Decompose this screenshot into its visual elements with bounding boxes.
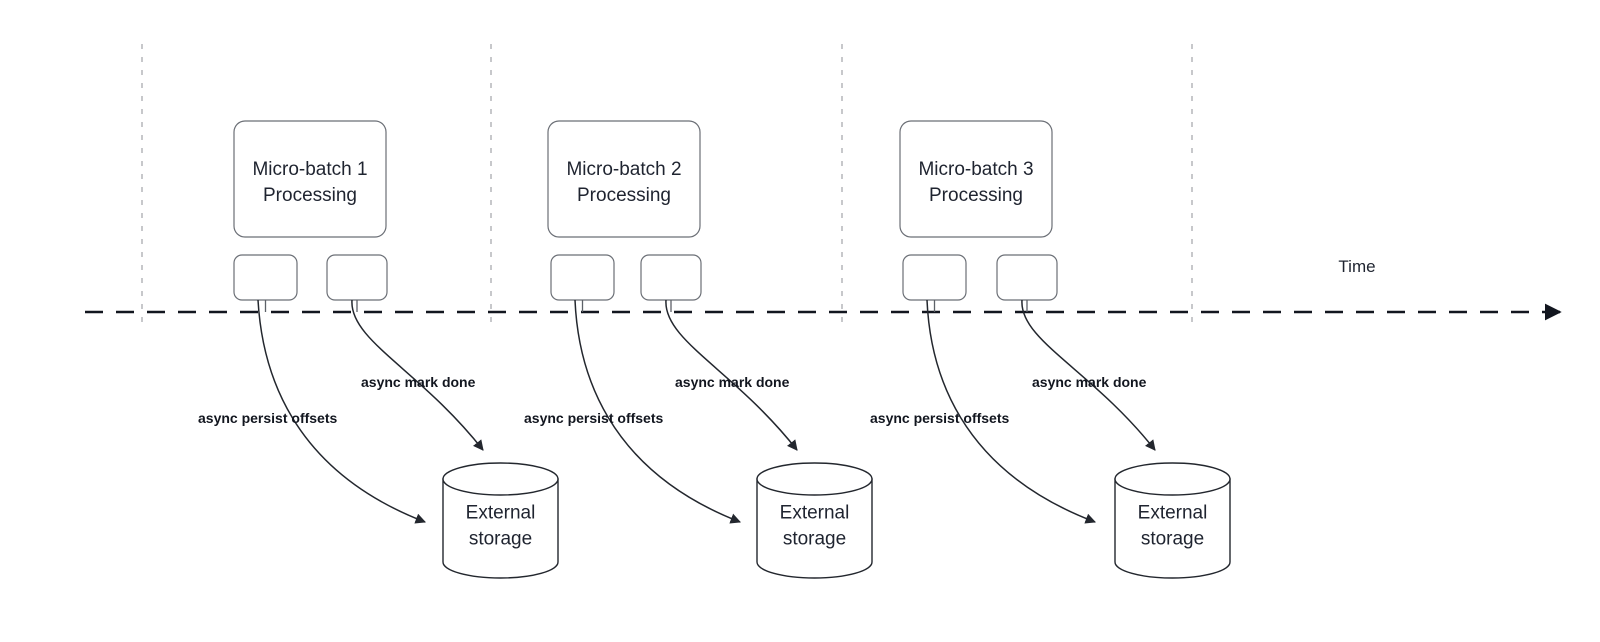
micro-batch-label-line1: Micro-batch 3 (918, 159, 1033, 180)
external-storage-label-line1: External (780, 503, 850, 524)
async-persist-offsets-3-label: async persist offsets (870, 410, 1009, 426)
async-persist-offsets-1-label: async persist offsets (198, 410, 337, 426)
async-mark-done-2-arrow (665, 299, 798, 451)
async-mark-done-1-arrow (351, 299, 484, 451)
external-storage-label-line2: storage (469, 529, 532, 550)
micro-batch-group-1: Micro-batch 1 Processing async persist off… (198, 120, 559, 579)
cylinder-body (1114, 478, 1231, 579)
task-marker-1b[interactable] (326, 254, 388, 301)
micro-batch-label-line1: Micro-batch 1 (252, 159, 367, 180)
external-storage-label-line1: External (466, 503, 536, 524)
task-marker-2b[interactable] (640, 254, 702, 301)
micro-batch-group-3: Micro-batch 3 Processing async persist off… (870, 120, 1231, 579)
micro-batch-groups: Micro-batch 1 Processing async persist off… (198, 120, 1231, 579)
external-storage-label-line2: storage (1141, 529, 1204, 550)
external-storage-2[interactable]: External storage (756, 462, 873, 579)
task-marker-3b[interactable] (996, 254, 1058, 301)
cylinder-body (442, 478, 559, 579)
async-persist-offsets-1-arrow (257, 299, 426, 524)
micro-batch-label-line2: Processing (577, 185, 671, 206)
micro-batch-label-line2: Processing (263, 185, 357, 206)
cylinder-body (756, 478, 873, 579)
task-marker-1a[interactable] (233, 254, 298, 301)
cylinder-top (442, 462, 559, 496)
async-mark-done-3-arrow (1021, 299, 1156, 451)
task-marker-2a[interactable] (550, 254, 615, 301)
async-persist-offsets-2-label: async persist offsets (524, 410, 663, 426)
micro-batch-box-2[interactable]: Micro-batch 2 Processing (547, 120, 701, 238)
async-mark-done-2-label: async mark done (675, 374, 790, 390)
external-storage-label-line2: storage (783, 529, 846, 550)
micro-batch-box-1[interactable]: Micro-batch 1 Processing (233, 120, 387, 238)
external-storage-label-line1: External (1138, 503, 1208, 524)
async-mark-done-1-label: async mark done (361, 374, 476, 390)
time-axis: Time (85, 257, 1562, 321)
micro-batch-label-line2: Processing (929, 185, 1023, 206)
cylinder-top (1114, 462, 1231, 496)
external-storage-1[interactable]: External storage (442, 462, 559, 579)
batch-boundary-guides (141, 44, 1193, 328)
micro-batch-box-shape[interactable] (899, 120, 1053, 238)
time-axis-label: Time (1338, 257, 1375, 276)
micro-batch-box-3[interactable]: Micro-batch 3 Processing (899, 120, 1053, 238)
external-storage-3[interactable]: External storage (1114, 462, 1231, 579)
micro-batch-box-shape[interactable] (233, 120, 387, 238)
micro-batch-group-2: Micro-batch 2 Processing async persist off… (524, 120, 873, 579)
micro-batch-box-shape[interactable] (547, 120, 701, 238)
async-persist-offsets-2-arrow (574, 299, 741, 524)
async-mark-done-3-label: async mark done (1032, 374, 1147, 390)
micro-batch-label-line1: Micro-batch 2 (566, 159, 681, 180)
async-persist-offsets-3-arrow (926, 299, 1096, 524)
cylinder-top (756, 462, 873, 496)
task-marker-3a[interactable] (902, 254, 967, 301)
